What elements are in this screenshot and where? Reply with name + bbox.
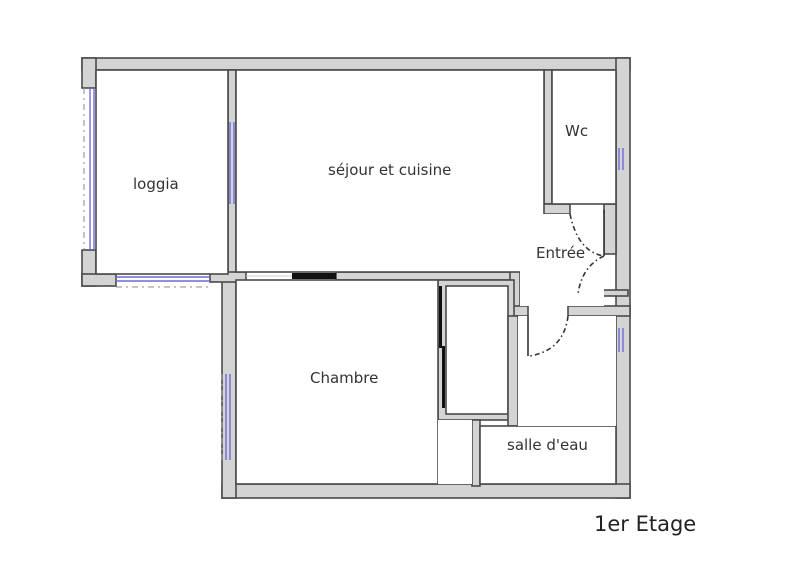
room-label-chambre: Chambre <box>310 369 379 387</box>
room-label-salle-eau: salle d'eau <box>507 436 588 454</box>
room-label-sejour: séjour et cuisine <box>328 161 452 179</box>
room-label-entree: Entrée <box>536 244 586 262</box>
sliding-door <box>246 273 336 279</box>
closet-doors <box>439 286 445 408</box>
room-label-loggia: loggia <box>133 175 179 193</box>
floor-title: 1er Etage <box>594 512 697 536</box>
rooms <box>95 69 617 485</box>
room-label-wc: Wc <box>565 122 589 140</box>
windows <box>83 88 624 460</box>
door-swings <box>527 210 605 357</box>
